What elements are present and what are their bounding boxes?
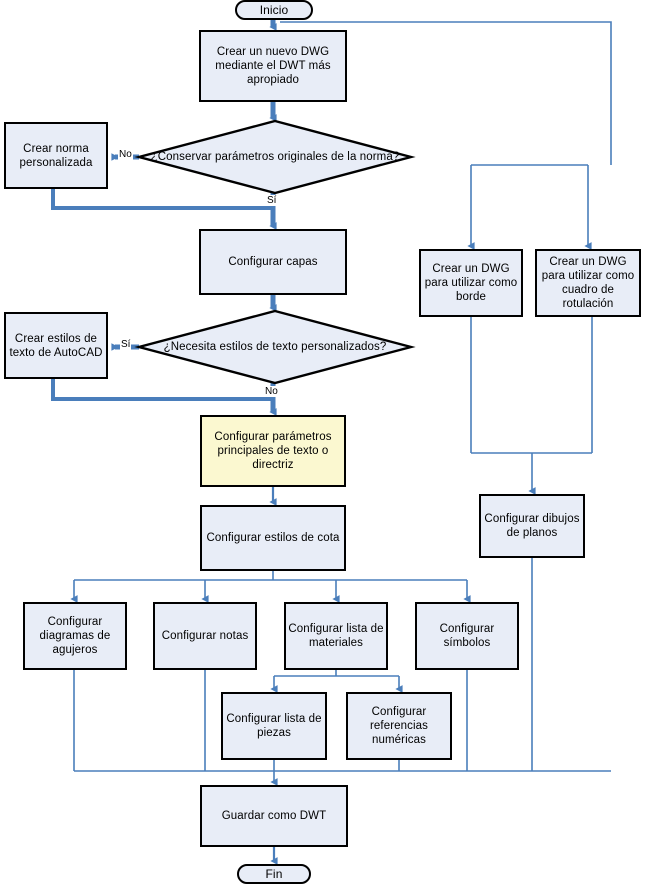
node-label: Configurar dibujos de planos	[484, 513, 580, 539]
node-label: Crear un DWG para utilizar como cuadro d…	[541, 256, 635, 310]
edge-label-no-texto: No	[264, 386, 279, 397]
edge-normapers-capas	[51, 189, 273, 210]
node-configurar-parametros-texto[interactable]: Configurar parámetros principales de tex…	[200, 415, 346, 487]
node-label: Configurar diagramas de agujeros	[39, 616, 111, 656]
edge-label-text: Sí	[267, 195, 277, 206]
node-configurar-notas[interactable]: Configurar notas	[153, 602, 257, 670]
decision-shape-texto	[134, 309, 416, 385]
node-label: Crear un nuevo DWG mediante el DWT más a…	[215, 46, 331, 86]
node-label: Configurar capas	[228, 256, 318, 268]
node-label: Configurar lista de materiales	[288, 623, 384, 649]
node-label: Configurar lista de piezas	[226, 713, 322, 739]
node-crear-dwg-cuadro-rotulacion[interactable]: Crear un DWG para utilizar como cuadro d…	[535, 249, 641, 317]
node-label: Configurar estilos de cota	[206, 532, 340, 544]
node-inicio[interactable]: Inicio	[235, 0, 313, 20]
node-configurar-diagramas-agujeros[interactable]: Configurar diagramas de agujeros	[23, 602, 127, 670]
node-decision-estilos-texto[interactable]: ¿Necesita estilos de texto personalizado…	[139, 311, 411, 383]
node-label: Configurar parámetros principales de tex…	[214, 431, 332, 471]
node-label: ¿Necesita estilos de texto personalizado…	[163, 341, 387, 353]
node-label: Crear norma personalizada	[19, 142, 93, 169]
edge-estilostexto-paramtexto	[51, 379, 273, 401]
edge-label-si-texto: Sí	[120, 339, 132, 350]
edge-label-no-norma: No	[118, 149, 133, 160]
node-label: Crear un DWG para utilizar como borde	[424, 263, 518, 303]
edge-label-text: No	[265, 386, 278, 397]
edge-label-si-norma: Sí	[266, 195, 278, 206]
node-crear-estilos-texto-autocad[interactable]: Crear estilos de texto de AutoCAD	[4, 312, 108, 379]
node-configurar-lista-piezas[interactable]: Configurar lista de piezas	[221, 692, 327, 760]
node-label: Inicio	[259, 3, 289, 17]
node-configurar-estilos-cota[interactable]: Configurar estilos de cota	[200, 505, 346, 571]
decision-shape-norma	[134, 119, 416, 195]
node-label: ¿Conservar parámetros originales de la n…	[150, 151, 400, 163]
node-label: Crear estilos de texto de AutoCAD	[9, 332, 103, 359]
node-label: Configurar símbolos	[439, 623, 495, 649]
edge-label-text: Sí	[121, 339, 131, 350]
node-configurar-lista-materiales[interactable]: Configurar lista de materiales	[284, 602, 388, 670]
node-configurar-dibujos-planos[interactable]: Configurar dibujos de planos	[479, 494, 585, 558]
node-decision-norma[interactable]: ¿Conservar parámetros originales de la n…	[139, 121, 411, 193]
node-label: Configurar referencias numéricas	[370, 706, 428, 746]
node-configurar-capas[interactable]: Configurar capas	[199, 229, 347, 295]
node-crear-dwg[interactable]: Crear un nuevo DWG mediante el DWT más a…	[199, 30, 347, 102]
edge-inicio-rightcol	[280, 21, 612, 165]
node-crear-norma-personalizada[interactable]: Crear norma personalizada	[4, 122, 108, 189]
node-label: Fin	[265, 867, 283, 881]
edge-label-text: No	[119, 149, 132, 160]
node-guardar-como-dwt[interactable]: Guardar como DWT	[200, 785, 348, 847]
node-fin[interactable]: Fin	[237, 864, 311, 884]
node-label: Configurar notas	[161, 630, 249, 642]
node-configurar-referencias-numericas[interactable]: Configurar referencias numéricas	[346, 692, 452, 760]
node-crear-dwg-borde[interactable]: Crear un DWG para utilizar como borde	[419, 249, 523, 317]
node-configurar-simbolos[interactable]: Configurar símbolos	[415, 602, 519, 670]
node-label: Guardar como DWT	[221, 810, 327, 822]
